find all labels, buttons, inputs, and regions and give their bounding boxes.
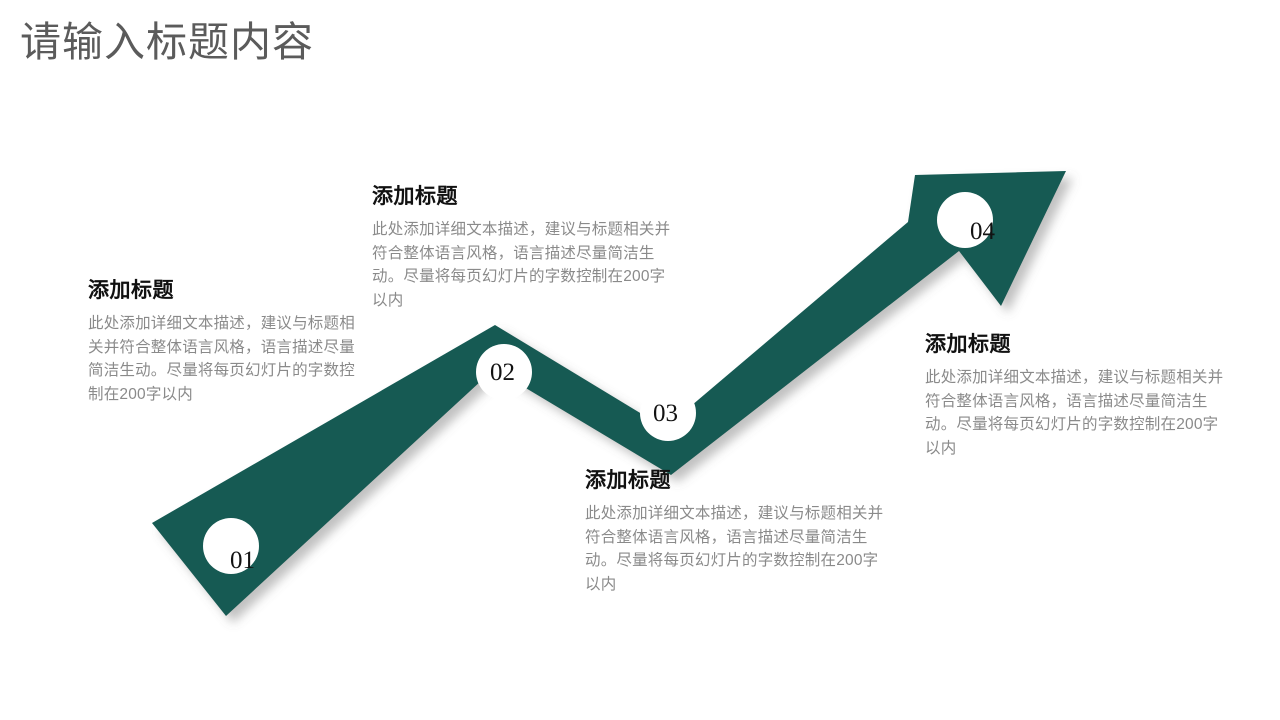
page-title: 请输入标题内容	[20, 19, 314, 65]
step-text-block-02: 添加标题 此处添加详细文本描述，建议与标题相关并符合整体语言风格，语言描述尽量简…	[372, 184, 672, 312]
step-number-03: 03	[653, 400, 678, 427]
step-badge-04[interactable]: 04	[937, 192, 995, 248]
step-heading-03: 添加标题	[585, 469, 671, 492]
step-heading-02: 添加标题	[372, 185, 458, 208]
step-heading-01: 添加标题	[88, 279, 174, 302]
step-text-block-03: 添加标题 此处添加详细文本描述，建议与标题相关并符合整体语言风格，语言描述尽量简…	[585, 468, 885, 596]
step-badge-01[interactable]: 01	[203, 518, 259, 574]
step-body-02: 此处添加详细文本描述，建议与标题相关并符合整体语言风格，语言描述尽量简洁生动。尽…	[372, 221, 671, 309]
step-number-02: 02	[490, 359, 515, 386]
step-badge-02[interactable]: 02	[476, 344, 532, 400]
step-body-04: 此处添加详细文本描述，建议与标题相关并符合整体语言风格，语言描述尽量简洁生动。尽…	[925, 369, 1224, 457]
step-body-01: 此处添加详细文本描述，建议与标题相关并符合整体语言风格，语言描述尽量简洁生动。尽…	[88, 315, 355, 403]
step-body-03: 此处添加详细文本描述，建议与标题相关并符合整体语言风格，语言描述尽量简洁生动。尽…	[585, 505, 884, 593]
step-heading-04: 添加标题	[925, 333, 1011, 356]
step-number-01: 01	[230, 547, 255, 574]
step-text-block-04: 添加标题 此处添加详细文本描述，建议与标题相关并符合整体语言风格，语言描述尽量简…	[925, 332, 1225, 460]
step-badge-03[interactable]: 03	[640, 385, 696, 441]
step-number-04: 04	[970, 218, 995, 245]
step-text-block-01: 添加标题 此处添加详细文本描述，建议与标题相关并符合整体语言风格，语言描述尽量简…	[88, 278, 370, 406]
